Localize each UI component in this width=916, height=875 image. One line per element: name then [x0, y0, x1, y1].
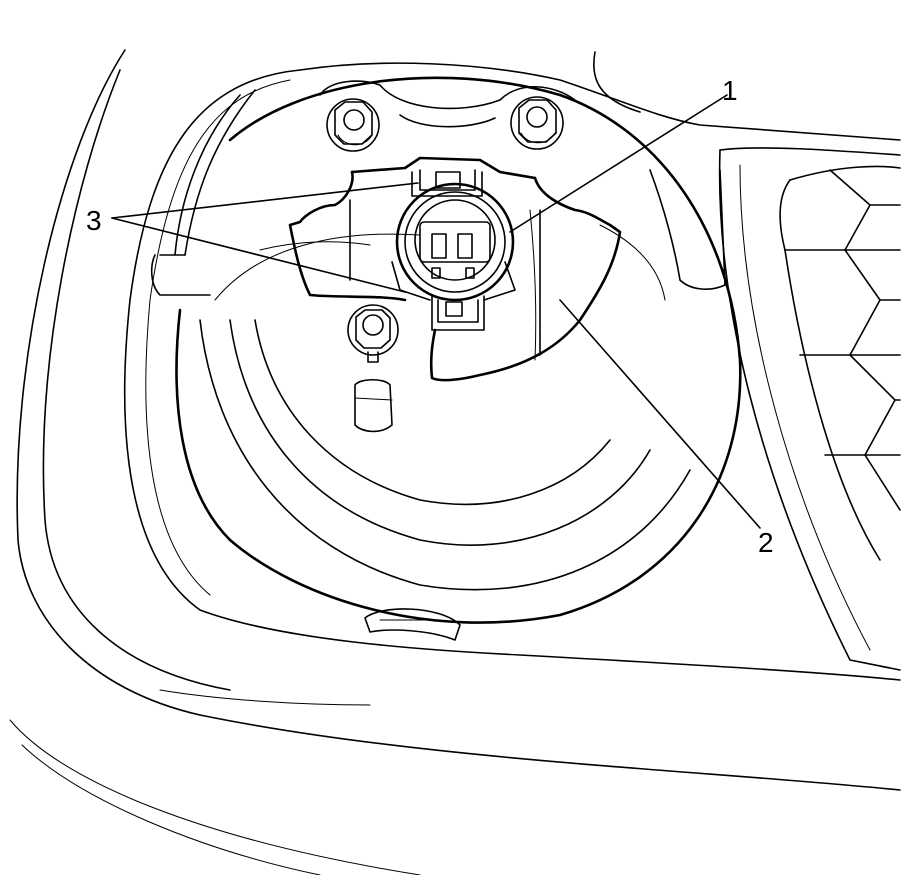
callout-2: 2 — [758, 527, 774, 558]
lamp-boss — [175, 76, 742, 624]
housing-outline — [9, 49, 901, 875]
bracket-arms — [150, 89, 726, 296]
bolt-lower-left — [347, 304, 399, 363]
bulb-socket — [391, 169, 516, 331]
bolt-top-left — [326, 98, 380, 152]
boss-tab-bottom — [364, 608, 461, 641]
bulb-retainer — [288, 156, 622, 382]
leader-3b — [111, 217, 406, 293]
bolt-top-right — [510, 96, 564, 150]
leader-2 — [559, 299, 761, 529]
leader-1 — [509, 94, 728, 233]
leader-3a — [111, 182, 419, 219]
callout-1: 1 — [722, 75, 738, 106]
right-reflector — [718, 147, 901, 671]
callout-3: 3 — [86, 205, 102, 236]
mounting-plate — [319, 80, 576, 128]
boss-tab-left — [354, 378, 393, 433]
leader-lines — [111, 94, 761, 529]
